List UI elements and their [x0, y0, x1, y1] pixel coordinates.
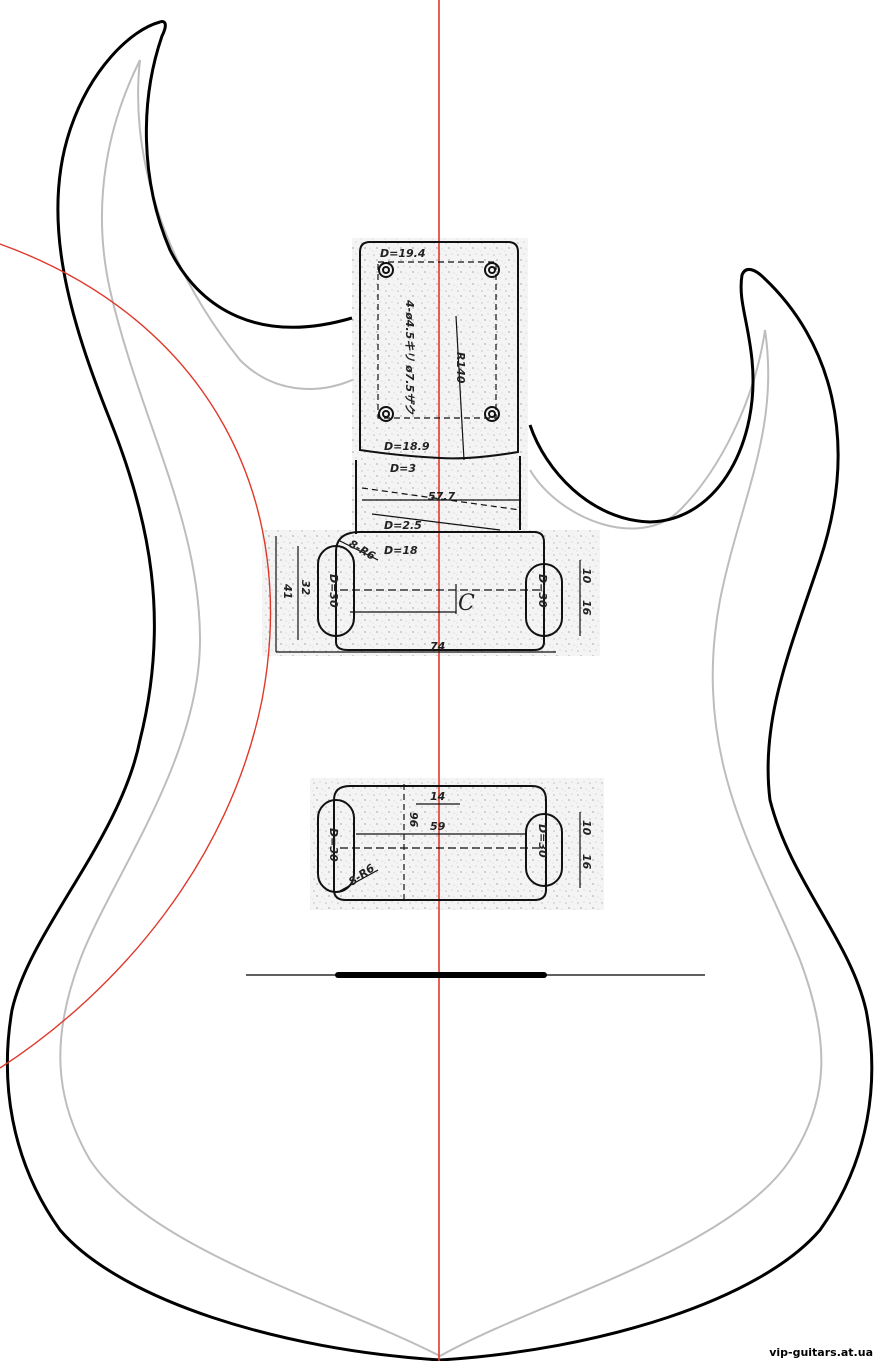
bridge-pickup-height: 96: [407, 812, 420, 828]
neck-plate-scan: [352, 238, 528, 538]
site-watermark: vip-guitars.at.ua: [769, 1346, 873, 1359]
inner-horn-contour: [137, 59, 353, 390]
neck-pocket-width: 57.7: [428, 490, 455, 503]
neck-pickup-width: 74: [430, 640, 445, 653]
neck-pocket-step-depth: D=3: [390, 462, 416, 475]
bridge-pickup-left-depth: D=30: [327, 828, 340, 862]
outer-body-outline: [5, 20, 874, 1361]
inner-body-contour: [59, 59, 823, 1358]
bridge-pickup-right-bottom: 16: [580, 854, 593, 870]
neck-pickup-right-bottom: 16: [580, 600, 593, 616]
bridge-pickup-width: 59: [430, 820, 446, 833]
neck-plate: [359, 241, 519, 461]
bridge-pickup-right-depth: D=30: [536, 824, 549, 858]
neck-plate-radius: R140: [454, 352, 467, 384]
neck-pickup-height-inner: 32: [299, 580, 312, 596]
neck-pickup-center-mark: C: [458, 591, 475, 616]
neck-plate-depth-top: D=19.4: [380, 247, 426, 260]
bridge-pickup-offset: 14: [430, 790, 445, 803]
bridge-pickup-scan: [310, 778, 604, 910]
neck-pickup-right-depth: D=30: [536, 574, 549, 608]
neck-pocket-floor-depth: D=2.5: [384, 519, 422, 532]
bridge-pickup-cavity: [317, 784, 581, 901]
neck-pickup-right-top: 10: [580, 568, 593, 584]
neck-pickup-left-depth: D=30: [327, 574, 340, 608]
bridge-pickup-right-top: 10: [580, 820, 593, 836]
guide-arc: [0, 243, 272, 1069]
neck-pickup-cavity: [275, 531, 581, 653]
neck-pickup-height-outer: 41: [281, 583, 294, 599]
neck-pocket: [355, 456, 521, 534]
neck-pickup-depth: D=18: [384, 544, 418, 557]
neck-plate-depth-bottom: D=18.9: [384, 440, 430, 453]
neck-plate-holes: 4-ø4.5キリ ø7.5ザク: [403, 299, 416, 415]
